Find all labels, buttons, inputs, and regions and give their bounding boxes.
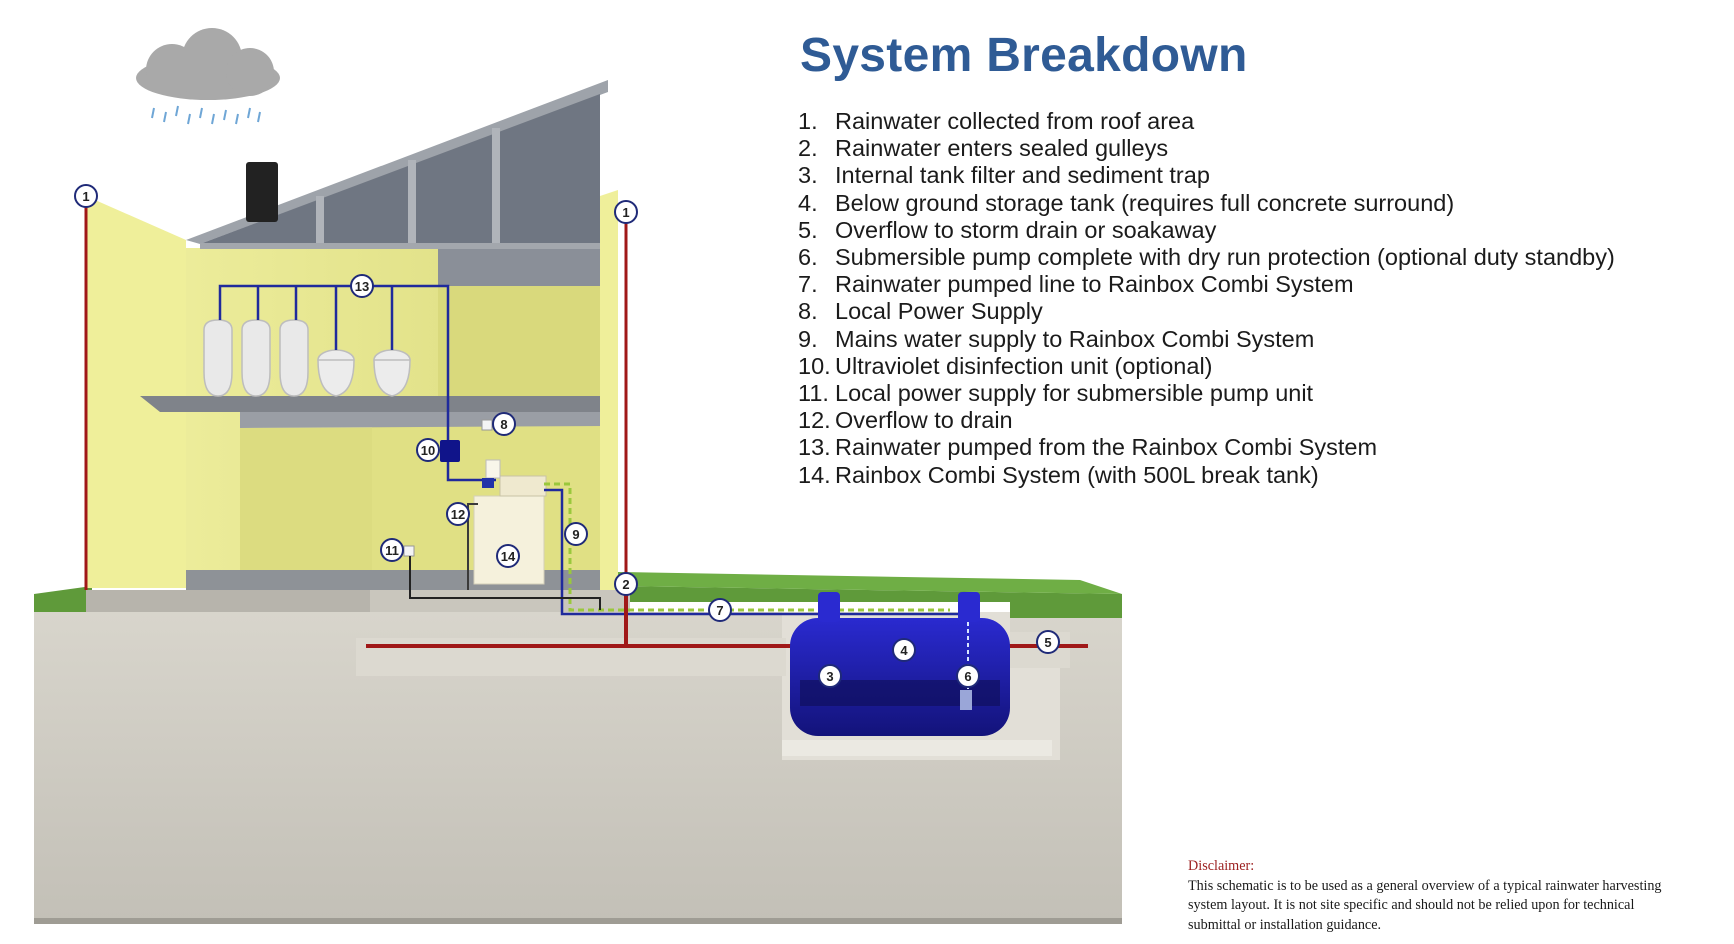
item-number: 4. (798, 189, 818, 216)
svg-text:6: 6 (964, 669, 971, 684)
toilet-icon (317, 349, 411, 397)
marker-4: 4 (892, 638, 916, 662)
item-text: Overflow to drain (835, 407, 1013, 434)
svg-text:13: 13 (355, 279, 369, 294)
marker-10: 10 (416, 438, 440, 462)
item-text: Rainwater pumped line to Rainbox Combi S… (835, 271, 1354, 298)
overflow-to-drain-pipe (467, 503, 478, 590)
item-text: Rainwater enters sealed gulleys (835, 135, 1169, 162)
marker-1-left: 1 (74, 184, 98, 208)
list-item: 1. Rainwater collected from roof area (798, 108, 1615, 135)
pump-power-cable (409, 556, 601, 610)
list-item: 2. Rainwater enters sealed gulleys (798, 135, 1615, 162)
rain-drops-icon (151, 105, 261, 125)
marker-6: 6 (956, 664, 980, 688)
svg-text:12: 12 (451, 507, 465, 522)
mains-supply-line (544, 482, 950, 612)
page-title: System Breakdown (800, 29, 1248, 82)
marker-3: 3 (818, 664, 842, 688)
list-item: 7. Rainwater pumped line to Rainbox Combi… (798, 271, 1615, 298)
list-item: 3. Internal tank filter and sediment trap (798, 162, 1615, 189)
item-number: 12. (798, 407, 831, 434)
power-socket-11-icon (403, 545, 415, 557)
svg-text:14: 14 (501, 549, 516, 564)
svg-text:11: 11 (385, 543, 399, 558)
item-text: Internal tank filter and sediment trap (835, 162, 1210, 189)
disclaimer-body: This schematic is to be used as a genera… (1188, 877, 1662, 933)
item-text: Submersible pump complete with dry run p… (835, 244, 1615, 271)
urinal-icon (203, 319, 309, 397)
list-item: 14.Rainbox Combi System (with 500L break… (798, 462, 1615, 489)
item-text: Rainwater pumped from the Rainbox Combi … (835, 434, 1378, 461)
marker-13: 13 (350, 274, 374, 298)
item-text: Below ground storage tank (requires full… (835, 189, 1455, 216)
svg-text:1: 1 (622, 205, 629, 220)
marker-8: 8 (492, 412, 516, 436)
item-number: 9. (798, 325, 818, 352)
list-item: 11.Local power supply for submersible pu… (798, 380, 1615, 407)
item-text: Ultraviolet disinfection unit (optional) (835, 352, 1213, 379)
uv-unit-icon (440, 440, 460, 462)
item-number: 13. (798, 434, 831, 461)
system-breakdown-list: 1. Rainwater collected from roof area 2. R… (798, 108, 1615, 489)
building (84, 80, 628, 590)
svg-text:2: 2 (622, 577, 629, 592)
cloud-icon (136, 28, 280, 100)
item-number: 1. (798, 108, 818, 134)
list-item: 6. Submersible pump complete with dry run… (798, 244, 1615, 271)
item-number: 10. (798, 352, 831, 379)
list-item: 8. Local Power Supply (798, 298, 1615, 325)
disclaimer-heading: Disclaimer: (1188, 858, 1255, 874)
list-item: 12.Overflow to drain (798, 407, 1615, 434)
marker-7: 7 (708, 598, 732, 622)
item-number: 8. (798, 298, 818, 325)
item-number: 14. (798, 461, 831, 488)
list-item: 5. Overflow to storm drain or soakaway (798, 217, 1615, 244)
item-text: Local Power Supply (835, 298, 1043, 325)
item-number: 5. (798, 216, 818, 243)
marker-14: 14 (496, 544, 520, 568)
marker-9: 9 (564, 522, 588, 546)
list-item: 4. Below ground storage tank (requires fu… (798, 190, 1615, 217)
marker-5: 5 (1036, 630, 1060, 654)
item-text: Mains water supply to Rainbox Combi Syst… (835, 325, 1315, 352)
item-number: 7. (798, 271, 818, 298)
item-text: Local power supply for submersible pump … (835, 380, 1314, 407)
svg-text:3: 3 (826, 669, 833, 684)
list-item: 9. Mains water supply to Rainbox Combi Sy… (798, 326, 1615, 353)
combi-system-icon (473, 459, 547, 585)
svg-text:10: 10 (421, 443, 435, 458)
item-text: Rainbox Combi System (with 500L break ta… (835, 461, 1319, 488)
item-number: 2. (798, 135, 818, 162)
pumped-supply-pipework (218, 284, 496, 482)
item-text: Rainwater collected from roof area (835, 108, 1195, 134)
marker-1-right: 1 (614, 200, 638, 224)
svg-text:1: 1 (82, 189, 89, 204)
marker-12: 12 (446, 502, 470, 526)
list-item: 13.Rainwater pumped from the Rainbox Com… (798, 434, 1615, 461)
svg-text:7: 7 (716, 603, 723, 618)
svg-text:5: 5 (1044, 635, 1051, 650)
svg-text:4: 4 (900, 643, 908, 658)
marker-2: 2 (614, 572, 638, 596)
item-number: 11. (798, 380, 829, 407)
disclaimer: Disclaimer: This schematic is to be used… (1188, 857, 1688, 935)
item-text: Overflow to storm drain or soakaway (835, 216, 1217, 243)
item-number: 3. (798, 162, 818, 189)
svg-text:9: 9 (572, 527, 579, 542)
list-item: 10.Ultraviolet disinfection unit (option… (798, 353, 1615, 380)
power-socket-icon (481, 419, 493, 431)
item-number: 6. (798, 244, 818, 271)
svg-text:8: 8 (500, 417, 507, 432)
marker-11: 11 (380, 538, 404, 562)
